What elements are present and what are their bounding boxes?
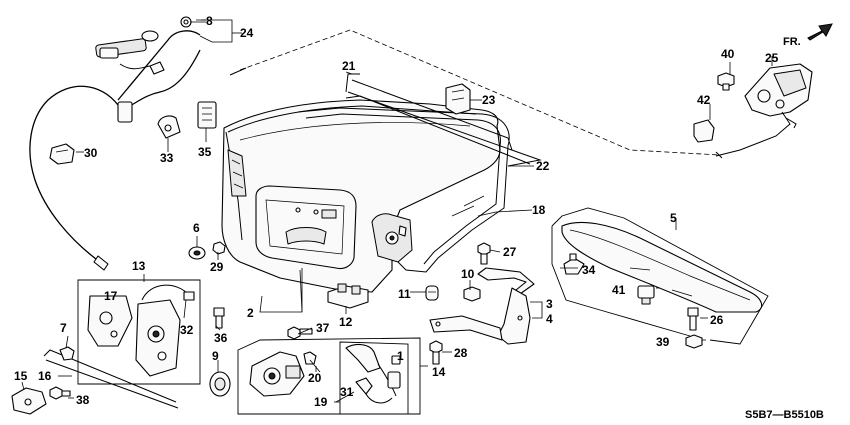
- cylinder-box: [237, 337, 421, 415]
- callout-26: 26: [710, 313, 724, 327]
- callout-25: 25: [765, 51, 779, 65]
- clip-23: [445, 83, 471, 115]
- callout-12: 12: [339, 315, 353, 329]
- callout-5: 5: [670, 211, 677, 225]
- spoiler-5: [551, 207, 769, 345]
- latch-group-13: [77, 279, 201, 385]
- bolt-28: [429, 340, 443, 365]
- nut-29: [212, 241, 226, 255]
- bolt-26: [687, 307, 699, 331]
- clip-34: [563, 253, 585, 275]
- callout-16: 16: [38, 369, 52, 383]
- callout-24: 24: [240, 26, 254, 40]
- clip-41: [637, 285, 655, 305]
- callout-30: 30: [84, 146, 98, 160]
- callout-1: 1: [397, 349, 404, 363]
- callout-34: 34: [582, 263, 596, 277]
- grommet-6: [188, 246, 206, 260]
- trunk-lid-panel: [221, 73, 542, 293]
- callout-2: 2: [247, 306, 254, 320]
- callout-22: 22: [536, 159, 550, 173]
- latch-25: [715, 63, 813, 159]
- callout-31: 31: [340, 385, 354, 399]
- callout-23: 23: [482, 93, 496, 107]
- callout-numbers: 1 2 3 4 5 6 7 8 9 10 11 12 13 14 15 16 1…: [14, 14, 779, 409]
- callout-33: 33: [160, 151, 174, 165]
- callout-13: 13: [132, 259, 146, 273]
- callout-39: 39: [656, 335, 670, 349]
- callout-4: 4: [546, 312, 553, 326]
- front-arrow-icon: [807, 23, 833, 41]
- handle-15: [11, 387, 47, 415]
- callout-7: 7: [60, 321, 67, 335]
- release-cable-assembly: [29, 16, 721, 271]
- callout-21: 21: [342, 59, 356, 73]
- callout-27: 27: [503, 245, 517, 259]
- clip-30: [49, 143, 75, 165]
- callout-42: 42: [697, 93, 711, 107]
- callout-38: 38: [76, 393, 90, 407]
- bolt-40: [717, 72, 735, 91]
- clip-7: [59, 346, 75, 361]
- bolt-37: [287, 326, 313, 340]
- callout-28: 28: [454, 346, 468, 360]
- clip-33: [157, 115, 181, 139]
- diagram-code: S5B7—B5510B: [745, 409, 824, 421]
- callout-35: 35: [198, 145, 212, 159]
- callout-15: 15: [14, 369, 28, 383]
- bolt-36: [213, 307, 225, 329]
- callout-36: 36: [214, 331, 228, 345]
- callout-40: 40: [721, 47, 735, 61]
- callout-32: 32: [180, 323, 194, 337]
- callout-41: 41: [612, 283, 626, 297]
- clip-42: [693, 119, 715, 143]
- callout-6: 6: [193, 221, 200, 235]
- bushing-10: [463, 286, 481, 302]
- callout-37: 37: [316, 321, 330, 335]
- leader-lines: [21, 19, 773, 403]
- callout-14: 14: [432, 365, 446, 379]
- callout-9: 9: [212, 349, 219, 363]
- grommet-9: [209, 371, 231, 397]
- front-direction-indicator: FR.: [783, 23, 833, 48]
- pad-35: [197, 101, 217, 129]
- bracket-12: [327, 283, 369, 309]
- callout-29: 29: [210, 260, 224, 274]
- bolt-38: [49, 386, 71, 400]
- callout-18: 18: [532, 203, 546, 217]
- hinge-arm: [429, 267, 535, 345]
- nut-39: [685, 334, 703, 349]
- callout-11: 11: [398, 287, 411, 301]
- bolt-27: [477, 242, 491, 265]
- callout-8: 8: [206, 14, 213, 28]
- callout-17: 17: [104, 289, 118, 303]
- front-direction-label: FR.: [783, 36, 801, 48]
- callout-19: 19: [314, 395, 328, 409]
- callout-3: 3: [546, 297, 553, 311]
- bumper-11: [425, 285, 439, 301]
- callout-20: 20: [308, 371, 322, 385]
- callout-10: 10: [461, 267, 475, 281]
- rod-16: [43, 349, 179, 409]
